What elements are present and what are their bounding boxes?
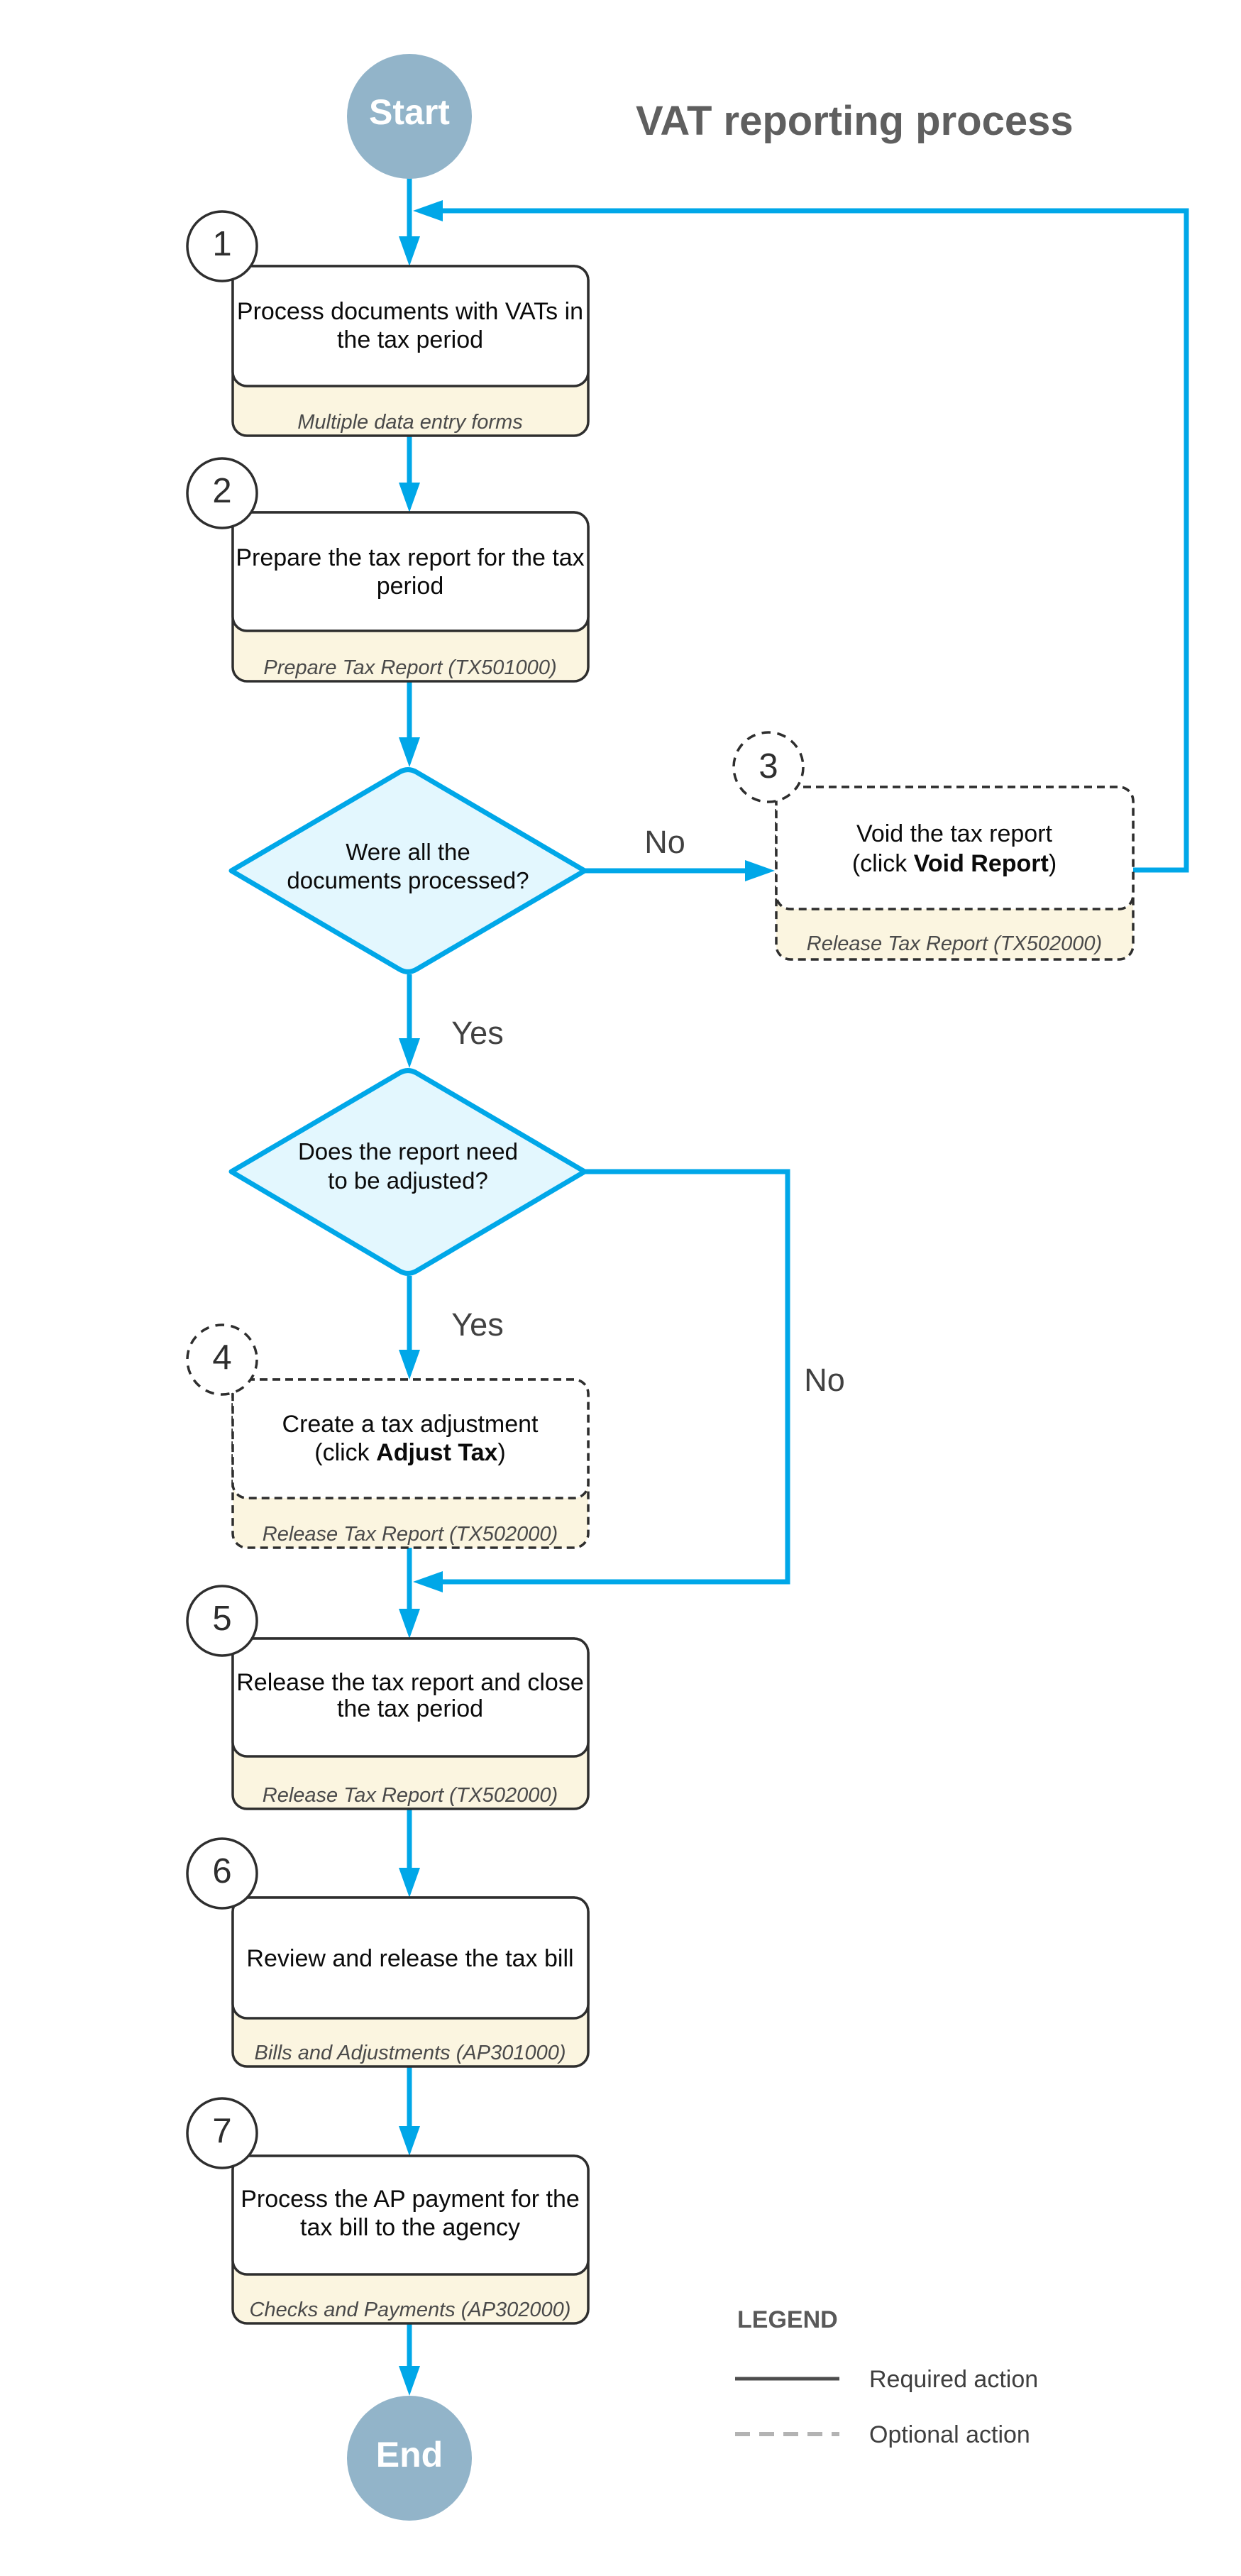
svg-text:Yes: Yes <box>451 1306 503 1343</box>
svg-text:to be adjusted?: to be adjusted? <box>328 1167 488 1194</box>
svg-text:LEGEND: LEGEND <box>737 2306 838 2333</box>
svg-text:Optional action: Optional action <box>869 2421 1030 2448</box>
svg-text:VAT reporting process: VAT reporting process <box>636 98 1074 144</box>
svg-text:3: 3 <box>759 747 778 786</box>
svg-text:7: 7 <box>212 2112 231 2150</box>
svg-text:End: End <box>376 2435 443 2475</box>
svg-text:Does the report need: Does the report need <box>298 1138 518 1165</box>
svg-text:No: No <box>644 824 685 860</box>
svg-text:the tax period: the tax period <box>337 326 483 353</box>
svg-text:(click Void Report): (click Void Report) <box>852 850 1057 877</box>
svg-text:Start: Start <box>369 92 450 132</box>
svg-text:Bills and Adjustments (AP30100: Bills and Adjustments (AP301000) <box>255 2042 566 2064</box>
svg-text:tax bill to the agency: tax bill to the agency <box>300 2214 520 2241</box>
svg-text:Were all the: Were all the <box>346 839 470 865</box>
svg-text:period: period <box>377 573 444 600</box>
svg-text:(click Adjust Tax): (click Adjust Tax) <box>314 1439 506 1466</box>
svg-text:Multiple data entry forms: Multiple data entry forms <box>297 411 523 434</box>
svg-text:4: 4 <box>212 1338 231 1377</box>
svg-text:Prepare Tax Report (TX501000): Prepare Tax Report (TX501000) <box>263 656 556 679</box>
svg-text:documents processed?: documents processed? <box>287 867 529 893</box>
svg-text:1: 1 <box>212 225 231 263</box>
svg-text:Release Tax Report (TX502000): Release Tax Report (TX502000) <box>263 1523 558 1546</box>
svg-text:Void the tax report: Void the tax report <box>856 820 1053 847</box>
svg-text:the tax period: the tax period <box>337 1695 483 1722</box>
svg-text:Release Tax Report (TX502000): Release Tax Report (TX502000) <box>263 1784 558 1807</box>
svg-text:Create a tax adjustment: Create a tax adjustment <box>282 1411 539 1438</box>
svg-text:Process the AP payment for the: Process the AP payment for the <box>241 2186 580 2213</box>
svg-text:Yes: Yes <box>451 1015 503 1051</box>
svg-text:Release the tax report and clo: Release the tax report and close <box>236 1669 584 1696</box>
svg-text:2: 2 <box>212 472 231 510</box>
svg-text:6: 6 <box>212 1852 231 1890</box>
svg-text:No: No <box>804 1362 845 1398</box>
svg-text:Checks and Payments (AP302000): Checks and Payments (AP302000) <box>250 2299 571 2321</box>
svg-text:Release Tax Report (TX502000): Release Tax Report (TX502000) <box>807 932 1102 955</box>
svg-text:Required action: Required action <box>869 2366 1038 2393</box>
svg-text:Process documents with VATs in: Process documents with VATs in <box>237 298 583 325</box>
svg-text:Prepare the tax report for the: Prepare the tax report for the tax <box>236 544 584 571</box>
svg-text:5: 5 <box>212 1600 231 1638</box>
svg-text:Review and release the tax bil: Review and release the tax bill <box>246 1945 573 1972</box>
